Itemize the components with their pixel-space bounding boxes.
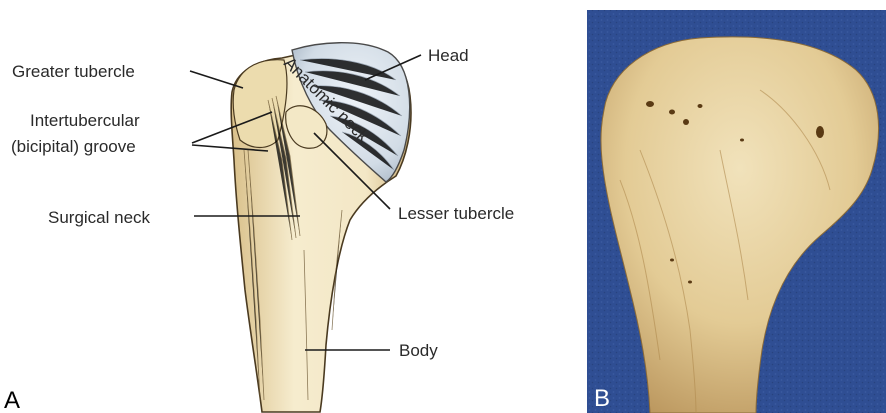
label-greater-tubercle: Greater tubercle — [12, 62, 135, 81]
panel-label-a: A — [4, 387, 20, 413]
photo-panel-b: B — [587, 10, 886, 413]
label-body: Body — [399, 341, 438, 360]
label-lesser-tubercle: Lesser tubercle — [398, 204, 514, 223]
illustration-panel-a: Greater tubercle Intertubercular (bicipi… — [4, 43, 514, 413]
label-head: Head — [428, 46, 469, 65]
panel-label-b: B — [594, 385, 610, 412]
label-intertubercular-line1: Intertubercular — [30, 111, 140, 130]
label-surgical-neck: Surgical neck — [48, 208, 151, 227]
leader-greater-tubercle — [190, 71, 243, 88]
label-intertubercular-line2: (bicipital) groove — [11, 137, 136, 156]
